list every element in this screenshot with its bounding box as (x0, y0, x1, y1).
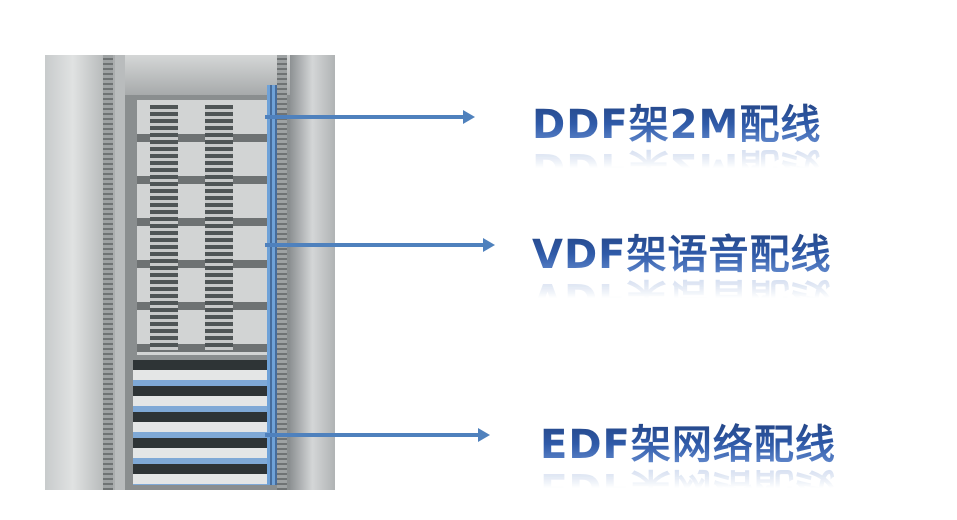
connector-column (205, 105, 233, 350)
arrow-edf (265, 428, 490, 442)
edf-panels (133, 360, 268, 485)
arrow-vdf (265, 238, 495, 252)
label-vdf: VDF架语音配线 (532, 222, 831, 280)
rack-door-right (290, 55, 335, 490)
rack-top-panel (125, 55, 290, 95)
connector-column (150, 105, 178, 350)
equipment-rack-photo (45, 55, 335, 490)
label-ddf: DDF架2M配线 (532, 92, 821, 150)
rack-rail (103, 55, 113, 490)
rack-rail (277, 55, 287, 490)
label-edf: EDF架网络配线 (540, 412, 836, 470)
arrow-ddf (265, 110, 475, 124)
